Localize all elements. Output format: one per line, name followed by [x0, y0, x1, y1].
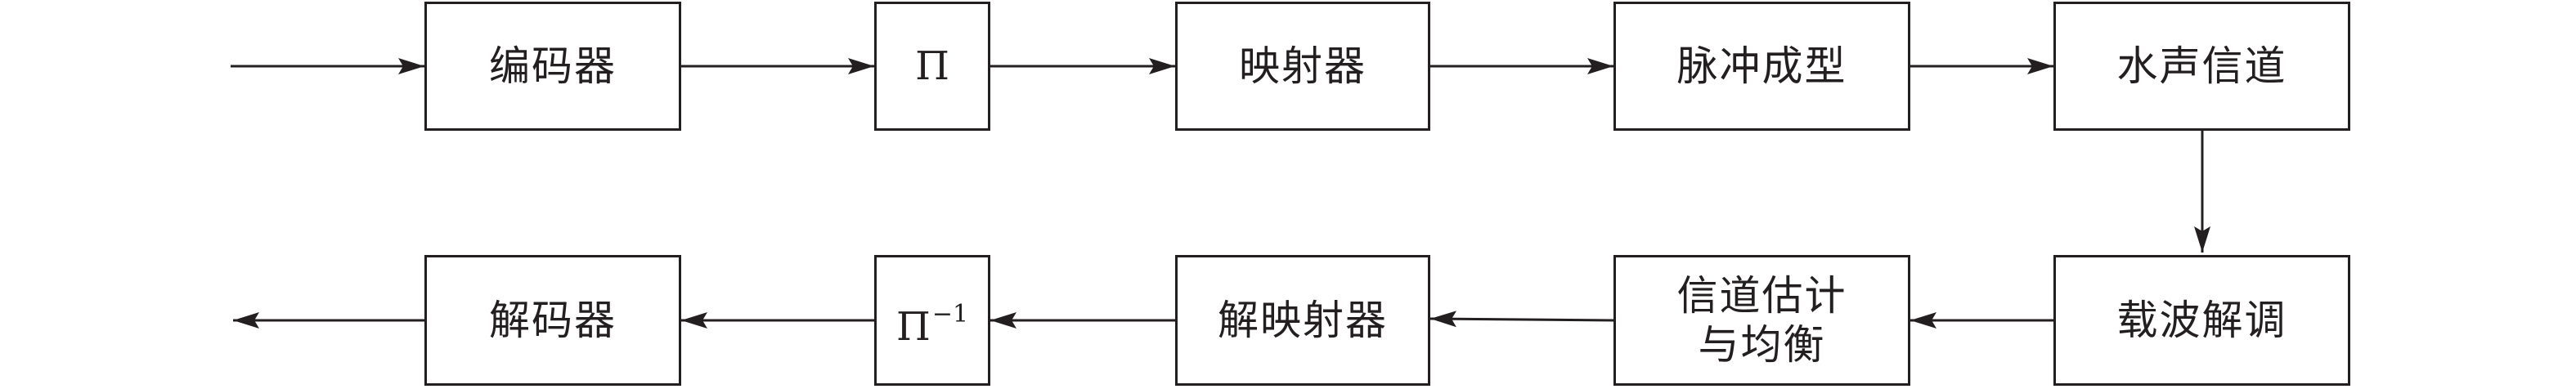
deinterleaver-block: Π−1 [874, 255, 990, 386]
encoder-block: 编码器 [424, 2, 681, 131]
estimation-label-line2: 与均衡 [1698, 321, 1826, 369]
mapper-label: 映射器 [1239, 42, 1367, 90]
demodulation-block: 载波解调 [2053, 255, 2350, 386]
deinterleaver-label: Π−1 [896, 290, 968, 351]
estimation-block: 信道估计 与均衡 [1613, 255, 1910, 386]
deinterleaver-exponent: −1 [931, 299, 969, 329]
interleaver-label: Π [915, 43, 949, 89]
estimation-label-line1: 信道估计 [1676, 272, 1847, 320]
decoder-label: 解码器 [489, 297, 617, 344]
channel-label: 水声信道 [2116, 42, 2287, 90]
arrow-estimation-to-demapper [1429, 311, 1614, 328]
deinterleaver-symbol: Π [895, 303, 931, 350]
decoder-block: 解码器 [424, 255, 681, 386]
channel-block: 水声信道 [2053, 2, 2350, 131]
pulse-shaping-label: 脉冲成型 [1676, 42, 1847, 90]
pulse-shaping-block: 脉冲成型 [1613, 2, 1910, 131]
demapper-block: 解映射器 [1175, 255, 1430, 386]
interleaver-block: Π [874, 2, 990, 131]
mapper-block: 映射器 [1175, 2, 1430, 131]
demapper-label: 解映射器 [1218, 297, 1388, 344]
demodulation-label: 载波解调 [2116, 297, 2287, 344]
encoder-label: 编码器 [489, 42, 617, 90]
estimation-label: 信道估计 与均衡 [1677, 271, 1847, 369]
